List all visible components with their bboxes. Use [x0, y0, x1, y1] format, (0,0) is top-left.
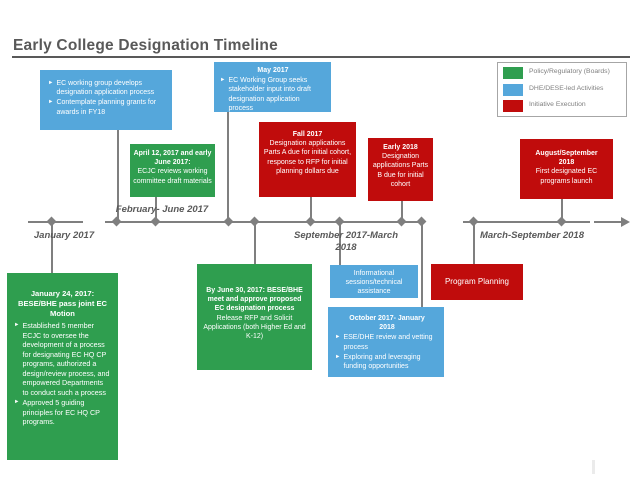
- box-heading: May 2017: [257, 67, 289, 74]
- bullet-arrow-icon: ►: [335, 353, 341, 360]
- box-informational-sessions: Informational sessions/technical assista…: [330, 265, 418, 298]
- bullet-arrow-icon: ►: [48, 80, 54, 86]
- bullet-text: Approved 5 guiding principles for EC HQ …: [22, 398, 100, 427]
- box-heading: Fall 2017: [292, 131, 323, 138]
- period-label-september-2017-march-2018: September 2017-March 2018: [293, 230, 399, 253]
- bullet-item: ► Established 5 member ECJC to oversee t…: [14, 321, 111, 397]
- timeline-segment-arrow-shaft: [594, 221, 622, 223]
- bullet-text: ESE/DHE review and vetting process: [343, 334, 433, 351]
- box-october-2017-january-2018: October 2017- January 2018 ► ESE/DHE rev…: [328, 307, 444, 377]
- bullet-item: ► ESE/DHE review and vetting process: [335, 333, 439, 351]
- footer-cursor-mark: [592, 460, 595, 474]
- bullet-item: ► EC Working Group seeks stakeholder inp…: [220, 76, 326, 113]
- bullet-item: ► EC working group develops designation …: [48, 79, 166, 97]
- period-label-february-june-2017: February- June 2017: [115, 204, 209, 215]
- box-body: Program Planning: [444, 276, 510, 286]
- box-heading: By June 30, 2017: BESE/BHE meet and appr…: [206, 287, 303, 313]
- box-heading: January 24, 2017: BESE/BHE pass joint EC…: [17, 289, 108, 319]
- bullet-item: ► Approved 5 guiding principles for EC H…: [14, 398, 111, 427]
- legend: Policy/Regulatory (Boards) DHE/DESE-led …: [497, 62, 627, 117]
- connector-line: [254, 223, 256, 264]
- box-body: ECJC reviews working committee draft mat…: [133, 168, 212, 185]
- box-early-2018: Early 2018 Designation applications Part…: [368, 138, 433, 201]
- period-label-march-september-2018: March-September 2018: [479, 230, 585, 241]
- bullet-text: Contemplate planning grants for awards i…: [56, 99, 157, 116]
- box-ec-working-group: ► EC working group develops designation …: [40, 70, 172, 130]
- connector-line: [117, 130, 119, 221]
- box-body: Release RFP and Solicit Applications (bo…: [203, 314, 306, 341]
- legend-item-policy: Policy/Regulatory (Boards): [503, 67, 621, 79]
- bullet-text: Established 5 member ECJC to oversee the…: [22, 321, 110, 397]
- box-heading: April 12, 2017 and early June 2017:: [133, 150, 212, 167]
- bullet-text: EC Working Group seeks stakeholder input…: [228, 77, 311, 112]
- bullet-text: Exploring and leveraging funding opportu…: [343, 353, 421, 371]
- connector-line: [473, 223, 475, 264]
- box-heading: Early 2018: [383, 144, 418, 151]
- box-fall-2017: Fall 2017 Designation applications Parts…: [259, 122, 356, 197]
- connector-line: [339, 223, 341, 265]
- timeline-segment-feb-march: [105, 221, 423, 223]
- box-heading: August/September 2018: [535, 150, 598, 167]
- legend-label: Initiative Execution: [529, 101, 586, 108]
- connector-line: [227, 112, 229, 221]
- timeline-segment-march-sept: [463, 221, 590, 223]
- bullet-arrow-icon: ►: [14, 399, 20, 406]
- page-title: Early College Designation Timeline: [13, 37, 278, 54]
- box-body: Designation applications Parts A due for…: [263, 140, 352, 175]
- timeline-arrowhead-icon: [621, 217, 630, 227]
- connector-line: [155, 197, 157, 221]
- legend-item-dhe: DHE/DESE-led Activities: [503, 83, 621, 96]
- box-body: Informational sessions/technical assista…: [345, 270, 403, 296]
- connector-line: [310, 197, 312, 221]
- blue-swatch-icon: [503, 83, 523, 96]
- bullet-arrow-icon: ►: [335, 334, 341, 341]
- timeline-marker: [223, 216, 234, 227]
- green-swatch-icon: [503, 67, 523, 79]
- box-program-planning: Program Planning: [431, 264, 523, 300]
- connector-line: [421, 223, 423, 307]
- bullet-arrow-icon: ►: [48, 99, 54, 106]
- bullet-arrow-icon: ►: [14, 322, 20, 329]
- red-swatch-icon: [503, 100, 523, 112]
- box-body: First designated EC programs launch: [535, 168, 598, 185]
- box-june-30-2017: By June 30, 2017: BESE/BHE meet and appr…: [197, 264, 312, 370]
- bullet-text: EC working group develops designation ap…: [56, 80, 155, 97]
- box-april-2017: April 12, 2017 and early June 2017: ECJC…: [130, 144, 215, 197]
- box-august-september-2018: August/September 2018 First designated E…: [520, 139, 613, 199]
- connector-line: [401, 201, 403, 221]
- connector-line: [561, 199, 563, 221]
- box-january-24-2017: January 24, 2017: BESE/BHE pass joint EC…: [7, 273, 118, 460]
- box-may-2017: May 2017 ► EC Working Group seeks stakeh…: [214, 62, 331, 112]
- legend-item-initiative: Initiative Execution: [503, 100, 621, 112]
- box-body: Designation applications Parts B due for…: [372, 153, 429, 188]
- legend-label: Policy/Regulatory (Boards): [529, 68, 610, 75]
- period-label-january-2017: January 2017: [33, 230, 95, 241]
- bullet-arrow-icon: ►: [220, 77, 226, 84]
- bullet-item: ► Contemplate planning grants for awards…: [48, 98, 166, 116]
- connector-line: [51, 223, 53, 273]
- bullet-item: ► Exploring and leveraging funding oppor…: [335, 353, 439, 371]
- legend-label: DHE/DESE-led Activities: [529, 84, 604, 92]
- title-divider: [12, 56, 630, 58]
- box-heading: October 2017- January 2018: [349, 315, 425, 332]
